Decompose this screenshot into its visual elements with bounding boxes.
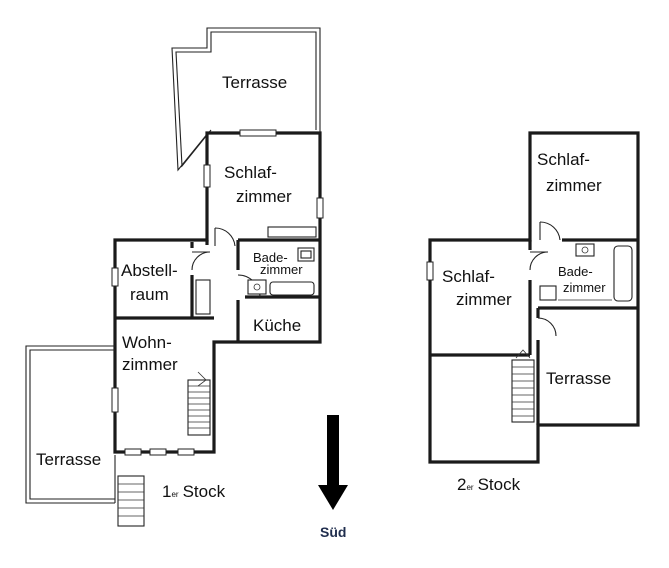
label-bedroom-2-top-line2: zimmer xyxy=(546,176,602,195)
arrow-down-icon xyxy=(318,415,348,510)
floor-1-suffix: er xyxy=(171,490,178,499)
terrace-top-railing xyxy=(171,27,321,172)
floor-2-number: 2 xyxy=(457,475,466,494)
label-living-line2: zimmer xyxy=(122,355,178,374)
label-bath-1-line2: zimmer xyxy=(260,262,303,277)
floor-1-caption: 1er Stock xyxy=(162,482,226,501)
floor-1-interior-walls xyxy=(115,238,320,342)
floor-2-outer-wall xyxy=(428,131,640,464)
label-bedroom-1-line1: Schlaf- xyxy=(224,163,277,182)
label-living-line1: Wohn- xyxy=(122,333,172,352)
label-terrace-2: Terrasse xyxy=(546,369,611,388)
label-bath-1-line1: Bade- xyxy=(253,250,288,265)
floor-1-outside-steps xyxy=(117,475,145,527)
floor-1-stairs xyxy=(187,371,211,436)
floor-2-doors xyxy=(529,221,561,337)
floor-2-bath-fixtures xyxy=(539,243,633,302)
label-storage-line2: raum xyxy=(130,285,169,304)
floor-2-interior-walls xyxy=(430,238,638,425)
label-bath-2-line1: Bade- xyxy=(558,264,593,279)
floor-2-caption: 2er Stock xyxy=(457,475,521,494)
floor-2-stairs xyxy=(511,349,535,423)
label-storage-line1: Abstell- xyxy=(121,261,178,280)
floor-2-windows xyxy=(426,261,434,281)
south-label: Süd xyxy=(320,524,346,540)
floor-2-word: Stock xyxy=(478,475,521,494)
floor-1-windows xyxy=(111,129,324,456)
floor-1-word: Stock xyxy=(183,482,226,501)
label-bedroom-1-line2: zimmer xyxy=(236,187,292,206)
label-bedroom-2-left-line2: zimmer xyxy=(456,290,512,309)
label-bedroom-2-left-line1: Schlaf- xyxy=(442,267,495,286)
label-bedroom-2-top-line1: Schlaf- xyxy=(537,150,590,169)
floor-1-wardrobe xyxy=(267,226,317,238)
floor-1-storage-shelf xyxy=(195,279,211,315)
label-bath-2-line2: zimmer xyxy=(563,280,606,295)
floor-1-number: 1 xyxy=(162,482,171,501)
label-kitchen: Küche xyxy=(253,316,301,335)
label-terrace-left: Terrasse xyxy=(36,450,101,469)
terrace-left-railing xyxy=(25,345,116,504)
floor-1-plan: Terrasse Schlaf- zimmer Bade- zimmer Abs… xyxy=(25,27,324,527)
label-terrace-top: Terrasse xyxy=(222,73,287,92)
floor-1-bath-fixtures xyxy=(247,247,315,296)
floor-2-plan: Schlaf- zimmer Schlaf- zimmer Bade- zimm… xyxy=(426,131,640,494)
floor-2-suffix: er xyxy=(466,483,473,492)
